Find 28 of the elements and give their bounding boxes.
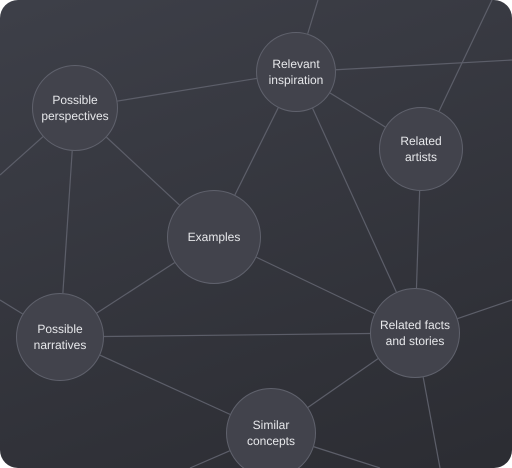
topic-label: Similar concepts [246, 417, 296, 449]
connector-line [307, 0, 319, 34]
connector-line [100, 354, 230, 415]
topic-label: Possible narratives [32, 321, 88, 353]
connector-line [416, 190, 420, 288]
connector-line [234, 108, 279, 196]
topic-label: Related artists [399, 133, 443, 165]
connector-line [308, 358, 378, 408]
connector-line [438, 0, 493, 112]
connector-line [314, 446, 380, 468]
connector-line [457, 299, 512, 320]
connector-line [0, 299, 23, 314]
connector-line [330, 92, 386, 128]
topic-label: Examples [188, 229, 240, 245]
topic-label: Possible perspectives [41, 92, 109, 124]
connector-line [336, 59, 512, 70]
connector-line [62, 150, 73, 294]
connector-line [96, 262, 175, 314]
connector-line [312, 108, 397, 292]
connector-line [104, 332, 370, 338]
connector-line [190, 450, 230, 468]
connector-line [106, 136, 180, 206]
connector-line [256, 256, 375, 314]
connector-line [0, 136, 44, 176]
topic-label: Relevant inspiration [268, 56, 324, 88]
topic-label: Related facts and stories [379, 317, 451, 349]
connector-line [422, 377, 441, 468]
connector-line [117, 78, 257, 102]
